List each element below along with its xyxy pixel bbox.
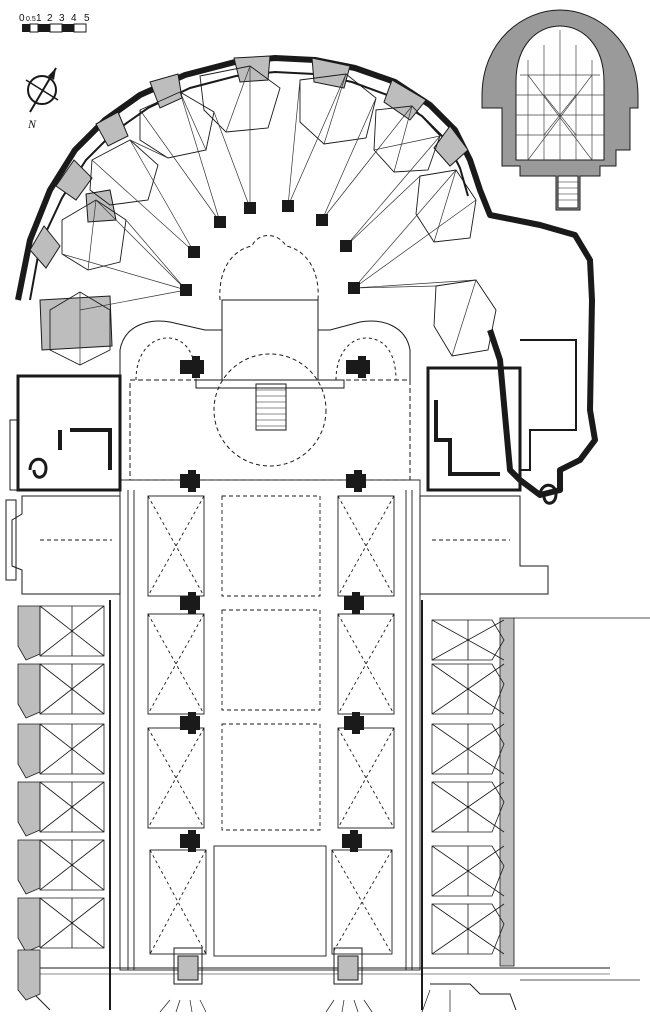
pier bbox=[344, 712, 364, 734]
inset-key-plan bbox=[481, 9, 639, 211]
pier bbox=[346, 470, 366, 492]
pier bbox=[214, 216, 226, 228]
pier bbox=[180, 830, 200, 852]
scale-bar-segment bbox=[38, 24, 50, 32]
nave-piers bbox=[180, 356, 370, 852]
right-spiral-stair bbox=[538, 483, 558, 505]
transept bbox=[11, 495, 549, 595]
pier bbox=[180, 592, 200, 614]
pier bbox=[282, 200, 294, 212]
chapel-arc-left bbox=[135, 337, 197, 381]
left-spiral-stair bbox=[28, 457, 48, 479]
right-chapel-cells bbox=[431, 619, 505, 955]
north-arrow-circle bbox=[27, 75, 57, 105]
side-rooms bbox=[16, 339, 577, 505]
scale-label-2: 2 bbox=[47, 13, 53, 24]
nave-bay bbox=[221, 609, 321, 711]
scale-bar-segment bbox=[73, 23, 87, 33]
west-front bbox=[5, 419, 640, 1013]
left-aisle-chapels bbox=[17, 600, 111, 1010]
stair bbox=[255, 383, 287, 431]
ambulatory-piers bbox=[180, 200, 360, 296]
pier bbox=[340, 240, 352, 252]
radiating-chapels bbox=[49, 65, 497, 366]
right-sacristy bbox=[426, 366, 522, 492]
north-arrow-cross bbox=[25, 79, 59, 101]
scale-label-5: 5 bbox=[84, 13, 90, 24]
nave-bay bbox=[213, 845, 327, 957]
right-sacristy-wall bbox=[434, 400, 500, 476]
inset-stair bbox=[557, 175, 579, 209]
pier bbox=[346, 356, 370, 378]
choir-bay bbox=[221, 299, 319, 381]
scale-label-3: 3 bbox=[59, 13, 65, 24]
chevet-outer-wall bbox=[15, 55, 598, 498]
pier bbox=[180, 470, 200, 492]
transept-right-arm bbox=[419, 495, 549, 595]
right-annex bbox=[520, 339, 577, 471]
north-label: N bbox=[27, 117, 37, 131]
scale-bar-segment bbox=[62, 24, 74, 32]
left-chapel-cells bbox=[39, 605, 105, 949]
nave-bay bbox=[221, 723, 321, 831]
right-aisle-chapels bbox=[421, 600, 650, 1010]
transept-left-arm bbox=[11, 495, 121, 595]
nave bbox=[18, 479, 610, 975]
scale-label-0: 0 bbox=[19, 13, 25, 24]
choir-side-right bbox=[318, 320, 411, 380]
north-arrow-head bbox=[48, 68, 56, 80]
nave-bay bbox=[221, 495, 321, 597]
scale-label-0.5: 0.5 bbox=[26, 16, 36, 23]
north-arrow: N bbox=[25, 67, 59, 131]
scale-bar: 0 0.5 1 2 3 4 5 bbox=[19, 13, 90, 33]
scale-bar-segment bbox=[29, 23, 39, 33]
nave-outline bbox=[119, 479, 421, 971]
choir bbox=[119, 235, 411, 481]
inset-grid bbox=[516, 30, 604, 161]
radiating-chapel bbox=[433, 279, 497, 357]
pier bbox=[348, 282, 360, 294]
pier bbox=[180, 356, 204, 378]
scale-label-1: 1 bbox=[36, 13, 42, 24]
left-sacristy-wall bbox=[58, 428, 112, 470]
west-tower-left bbox=[173, 947, 203, 985]
west-tower-right bbox=[333, 947, 363, 985]
pier bbox=[316, 214, 328, 226]
choir-side-left bbox=[119, 320, 222, 380]
pier bbox=[180, 284, 192, 296]
scale-bar-segment bbox=[49, 23, 63, 33]
scale-bar-segment bbox=[22, 24, 30, 32]
pier bbox=[344, 592, 364, 614]
apse-lobes bbox=[219, 235, 319, 301]
scale-label-4: 4 bbox=[71, 13, 77, 24]
crossing-circle bbox=[213, 353, 327, 467]
pier bbox=[188, 246, 200, 258]
pier bbox=[180, 712, 200, 734]
pier bbox=[342, 830, 362, 852]
aisle-bays bbox=[147, 495, 395, 955]
pier bbox=[244, 202, 256, 214]
